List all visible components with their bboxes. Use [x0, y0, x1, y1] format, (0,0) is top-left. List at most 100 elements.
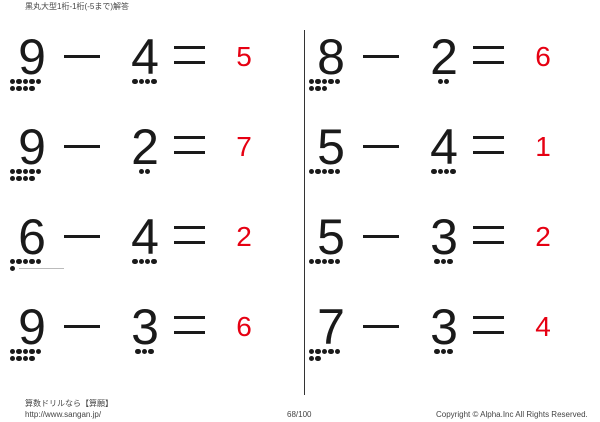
problem: 7 3 4: [305, 302, 595, 382]
problem: 9 2 7: [6, 122, 296, 202]
counter-dot: [35, 259, 41, 265]
counter-dot: [10, 355, 16, 362]
counter-dot: [309, 169, 315, 175]
counter-dot: [334, 349, 340, 355]
minus-sign: [64, 325, 100, 328]
counter-dot: [29, 349, 35, 355]
counter-dot: [151, 259, 157, 265]
subtrahend: 4: [131, 209, 159, 265]
counter-dot: [437, 79, 443, 85]
page-number: 68/100: [287, 410, 312, 419]
counter-dot: [321, 85, 328, 92]
counter-dot: [148, 349, 154, 355]
counter-dot: [309, 349, 315, 355]
counter-dot: [440, 259, 447, 265]
counter-dot: [334, 79, 340, 85]
counter-dot: [29, 85, 35, 92]
copyright: Copyright © Alpha.Inc All Rights Reserve…: [436, 410, 588, 419]
counter-dot: [141, 349, 148, 355]
counter-dot: [443, 169, 450, 175]
counter-dot: [29, 259, 35, 265]
counter-dot: [443, 79, 450, 85]
footer-url[interactable]: http://www.sangan.jp/: [25, 410, 102, 419]
counter-dot: [431, 169, 437, 175]
answer: 5: [236, 41, 252, 72]
counter-dot: [315, 85, 321, 92]
counter-dot: [151, 79, 157, 85]
counter-dot: [328, 169, 334, 175]
answer: 2: [535, 221, 551, 252]
problem: 5 3 2: [305, 212, 595, 292]
counter-dot: [10, 349, 16, 355]
subtrahend: 4: [131, 29, 159, 85]
minus-sign: [64, 55, 100, 58]
minus-sign: [363, 235, 399, 238]
answer: 4: [535, 311, 551, 342]
equals-sign: [473, 136, 504, 156]
worksheet-title: 黒丸大型1桁-1桁(-5まで)解答: [25, 2, 130, 11]
counter-dot: [309, 355, 315, 362]
counter-dot: [29, 79, 35, 85]
counter-dot: [35, 349, 41, 355]
footer-brand: 算数ドリルなら【算願】: [25, 399, 113, 408]
counter-dot: [35, 79, 41, 85]
problem: 9 3 6: [6, 302, 296, 382]
problem: 5 4 1: [305, 122, 595, 202]
equals-sign: [174, 136, 205, 156]
underline: [19, 268, 64, 269]
problem: 6 4 2: [6, 212, 296, 292]
counter-dot: [10, 169, 16, 175]
counter-dot: [328, 349, 334, 355]
problem: 9 4 5: [6, 32, 296, 112]
counter-dot: [321, 259, 328, 265]
minus-sign: [363, 145, 399, 148]
counter-dot: [309, 259, 315, 265]
counter-dot: [16, 259, 22, 265]
counter-dot: [132, 79, 138, 85]
minuend: 9: [18, 299, 46, 355]
counter-dot: [321, 169, 328, 175]
counter-dot: [447, 259, 453, 265]
counter-dot: [132, 259, 138, 265]
answer: 6: [236, 311, 252, 342]
counter-dot: [447, 349, 453, 355]
counter-dot: [22, 349, 29, 355]
answer: 2: [236, 221, 252, 252]
counter-dot: [315, 169, 321, 175]
counter-dot: [10, 259, 16, 265]
minus-sign: [363, 55, 399, 58]
minuend: 5: [317, 209, 345, 265]
counter-dot: [321, 349, 328, 355]
counter-dot: [309, 85, 315, 92]
counter-dot: [22, 259, 29, 265]
minuend: 8: [317, 29, 345, 85]
equals-sign: [473, 226, 504, 246]
minuend: 5: [317, 119, 345, 175]
counter-dot: [16, 79, 22, 85]
counter-dot: [328, 259, 334, 265]
minus-sign: [64, 145, 100, 148]
answer: 1: [535, 131, 551, 162]
counter-dot: [10, 79, 16, 85]
counter-dot: [35, 169, 41, 175]
equals-sign: [473, 46, 504, 66]
counter-dot: [10, 85, 16, 92]
subtrahend: 3: [131, 299, 159, 355]
counter-dot: [321, 79, 328, 85]
subtrahend: 2: [430, 29, 458, 85]
counter-dot: [22, 355, 29, 362]
counter-dot: [315, 349, 321, 355]
minuend: 9: [18, 29, 46, 85]
counter-dot: [450, 169, 456, 175]
minuend: 9: [18, 119, 46, 175]
counter-dot: [334, 259, 340, 265]
subtrahend: 4: [430, 119, 458, 175]
counter-dot: [138, 79, 144, 85]
minuend: 7: [317, 299, 345, 355]
minus-sign: [64, 235, 100, 238]
answer: 6: [535, 41, 551, 72]
equals-sign: [174, 46, 205, 66]
answer: 7: [236, 131, 252, 162]
counter-dot: [16, 349, 22, 355]
counter-dot: [440, 349, 447, 355]
